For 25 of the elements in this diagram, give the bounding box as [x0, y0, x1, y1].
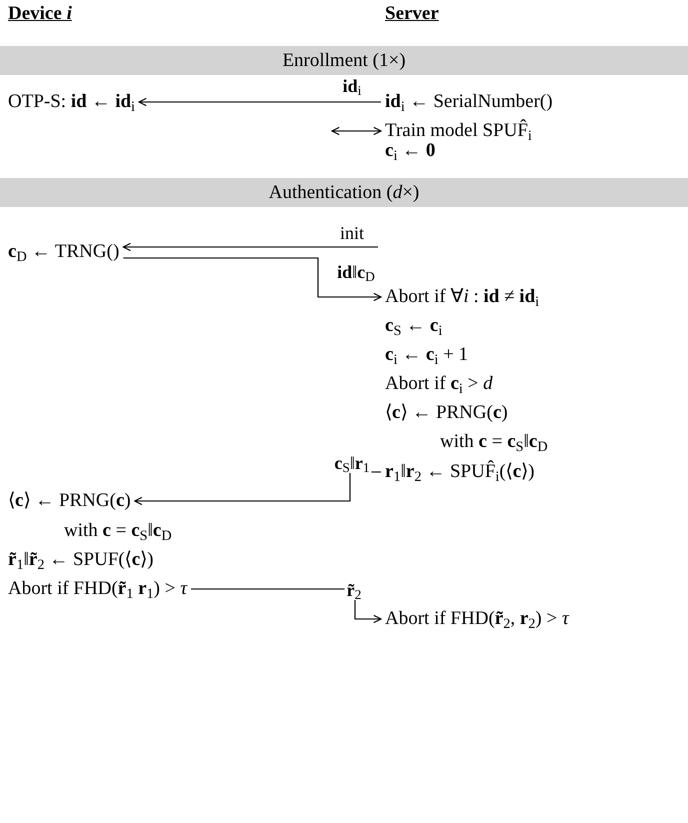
arrow	[134, 471, 381, 506]
protocol-step: Abort if c$_{i}$ > d	[385, 372, 493, 396]
protocol-step: ⟨c⟩ ← PRNG(c)	[8, 489, 131, 513]
protocol-step: Abort if FHD(r̃$_{2}$, r$_{2}$) > τ	[385, 607, 569, 631]
protocol-step: with c = c$_{S}$‖c$_{D}$	[64, 519, 172, 543]
protocol-step: ⟨c⟩ ← PRNG(c)	[385, 401, 508, 425]
protocol-step: OTP-S: id ← id$_{i}$	[8, 90, 136, 114]
section-band: Authentication (d×)	[0, 178, 688, 207]
arrow	[138, 98, 381, 106]
column-heading: Server	[385, 2, 439, 26]
arrow	[191, 588, 382, 624]
protocol-step: id$_{i}$ ← SerialNumber()	[385, 90, 553, 114]
arrow	[122, 242, 378, 252]
protocol-step: c$_{i}$ ← c$_{i}$ + 1	[385, 343, 468, 367]
protocol-step: c$_{D}$ ← TRNG()	[8, 240, 120, 264]
protocol-step: with c = c$_{S}$‖c$_{D}$	[440, 430, 548, 454]
column-heading: Device i	[8, 2, 72, 26]
protocol-step: r̃$_{1}$‖r̃$_{2}$ ← SPUF(⟨c⟩)	[8, 548, 154, 572]
protocol-step: c$_{S}$ ← c$_{i}$	[385, 314, 442, 338]
protocol-step: r$_{1}$‖r$_{2}$ ← SPUF̂$_{i}$(⟨c⟩)	[385, 460, 534, 484]
protocol-step: Abort if ∀i : id ≠ id$_{i}$	[385, 285, 540, 309]
protocol-step: Abort if FHD(r̃$_{1}$ r$_{1}$) > τ	[8, 577, 188, 601]
section-band: Enrollment (1×)	[0, 46, 688, 75]
arrow	[123, 257, 382, 302]
arrow	[331, 126, 382, 136]
